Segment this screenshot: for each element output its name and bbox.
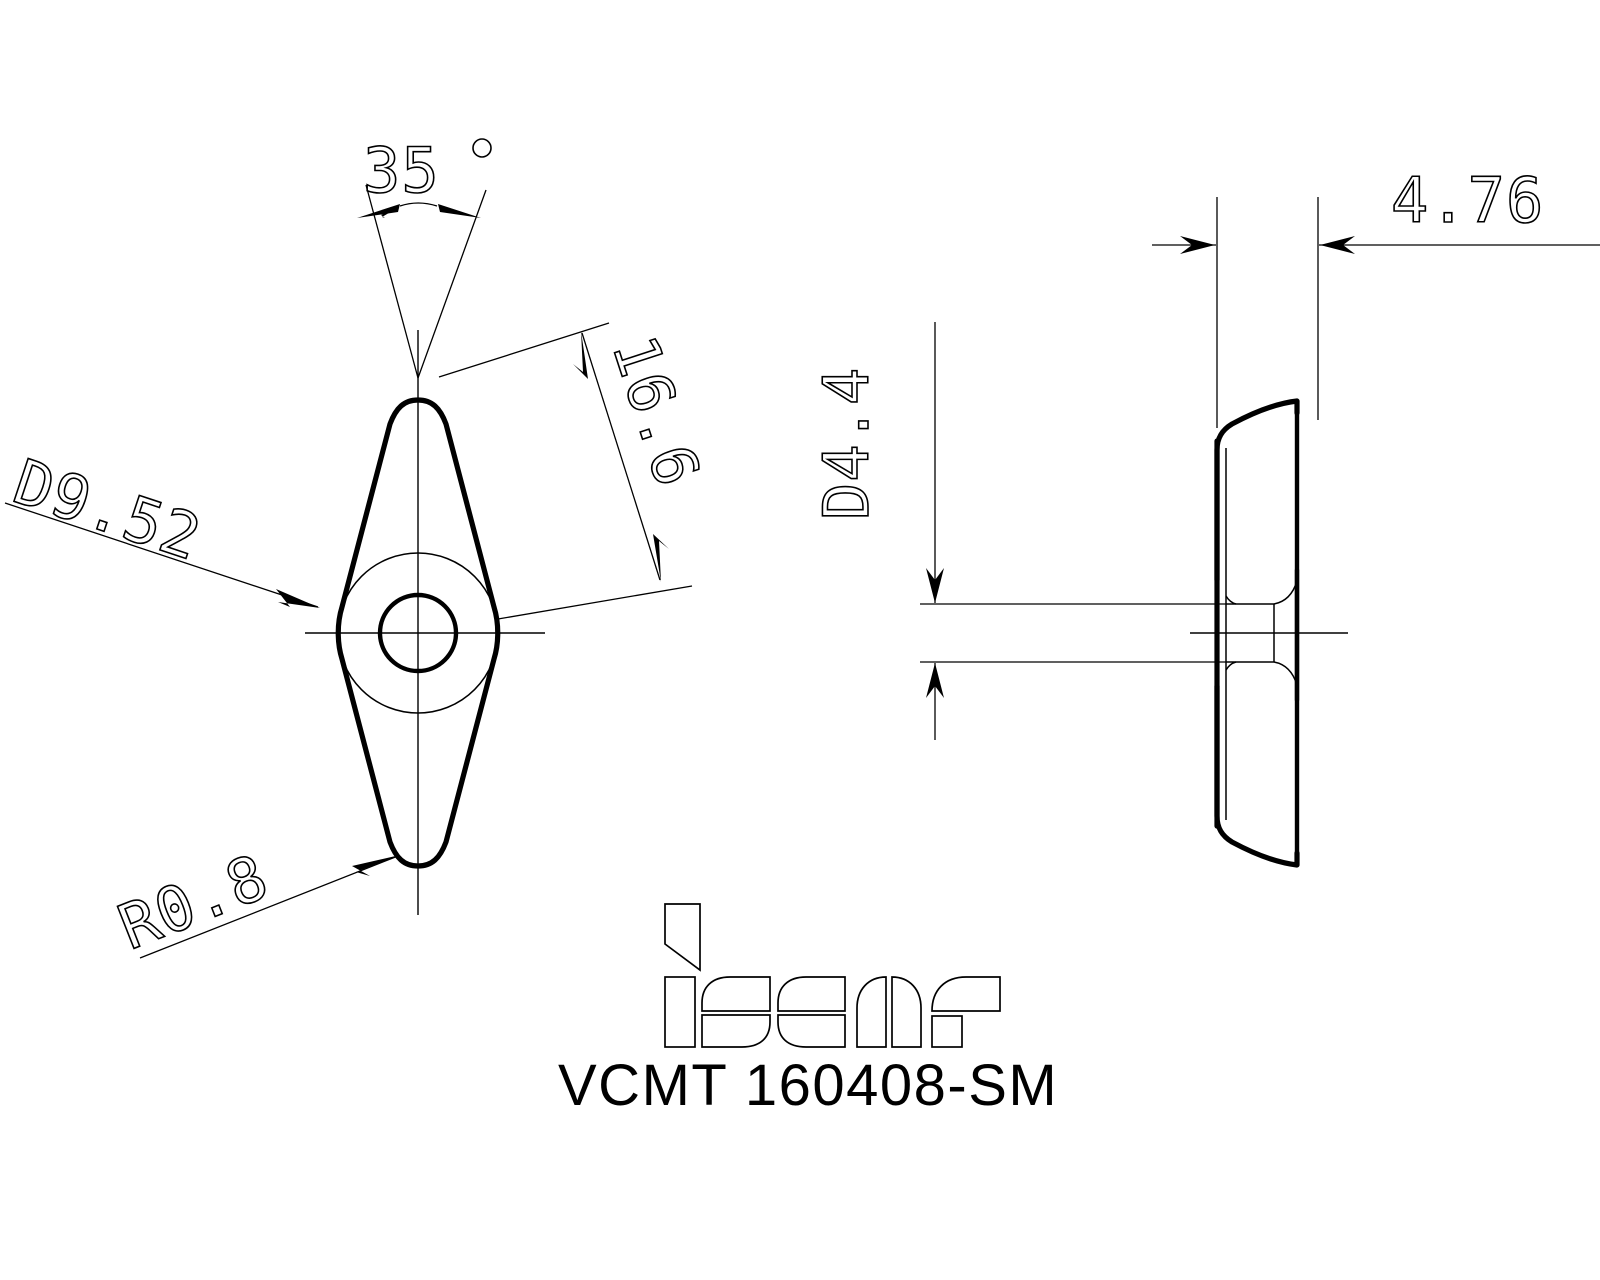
side-view: 4.76 D4.4 (809, 163, 1600, 868)
4-76-arrow-right (1320, 236, 1355, 254)
dimension-d9-52-label: D9.52 (5, 445, 210, 575)
logo-letter-a-right (891, 976, 922, 1048)
dimension-16-6-label: 16.6 (598, 327, 715, 495)
r0-8-arrowhead (352, 855, 400, 876)
d4-4-arrow-upper (926, 568, 944, 603)
r0-8-leader-line (139, 855, 399, 959)
countersink-upper (1273, 580, 1298, 605)
d9-52-leader-line (4, 502, 319, 608)
16-6-dimension-line (581, 332, 661, 581)
logo-letter-r-arm (931, 976, 1001, 1012)
logo-accent-parallelogram (664, 903, 701, 972)
logo-letter-c-upper (777, 976, 846, 1012)
dimension-d4-4: D4.4 (809, 322, 1226, 740)
logo-letter-i (664, 976, 696, 1048)
logo-letter-r-stem (931, 1015, 963, 1048)
top-view: 35 D9.52 R0.8 (4, 133, 715, 965)
dimension-d4-4-label: D4.4 (810, 367, 883, 520)
angle-arrow-left-big (357, 204, 400, 218)
logo-letter-s-lower (701, 1014, 771, 1048)
angle-arrow-right-big (438, 204, 481, 218)
d9-52-arrowhead (276, 589, 320, 608)
d4-4-arrow-lower (926, 663, 944, 698)
dimension-r0-8: R0.8 (108, 839, 400, 965)
countersink-lower (1273, 661, 1298, 686)
insert-side-profile-lower (1214, 683, 1300, 868)
bore-fillet-upper (1225, 595, 1237, 605)
iscar-logo (664, 903, 1001, 1048)
16-6-arrow-bottom (653, 534, 669, 582)
dimension-4-76-label: 4.76 (1391, 164, 1544, 237)
16-6-arrow-top (573, 331, 588, 379)
degree-symbol-icon (472, 138, 492, 158)
16-6-extension-lower (497, 585, 693, 620)
dimension-16-6: 16.6 (438, 322, 715, 620)
angle-arc (399, 202, 438, 207)
16-6-extension-upper (438, 322, 610, 378)
logo-letter-a-left (856, 976, 887, 1048)
insert-side-profile (1214, 398, 1300, 583)
dimension-35-degrees-label: 35 (363, 134, 440, 207)
4-76-arrow-left (1180, 236, 1215, 254)
insert-outline-rhombic (335, 397, 501, 869)
angle-ray-left (365, 184, 419, 379)
dimension-d9-52: D9.52 (4, 444, 320, 608)
logo-letter-c-lower (777, 1014, 846, 1048)
angle-arrow-left (381, 207, 399, 218)
angle-ray-right (417, 189, 487, 379)
part-number-title: VCMT 160408-SM (558, 1053, 1058, 1118)
clamping-hole-circle (377, 592, 459, 674)
dimension-35-degrees: 35 (357, 133, 492, 379)
logo-letter-s-upper (701, 976, 771, 1012)
dimension-r0-8-label: R0.8 (109, 840, 278, 964)
dimension-4-76: 4.76 (1152, 163, 1600, 254)
bore-fillet-lower (1225, 661, 1237, 671)
